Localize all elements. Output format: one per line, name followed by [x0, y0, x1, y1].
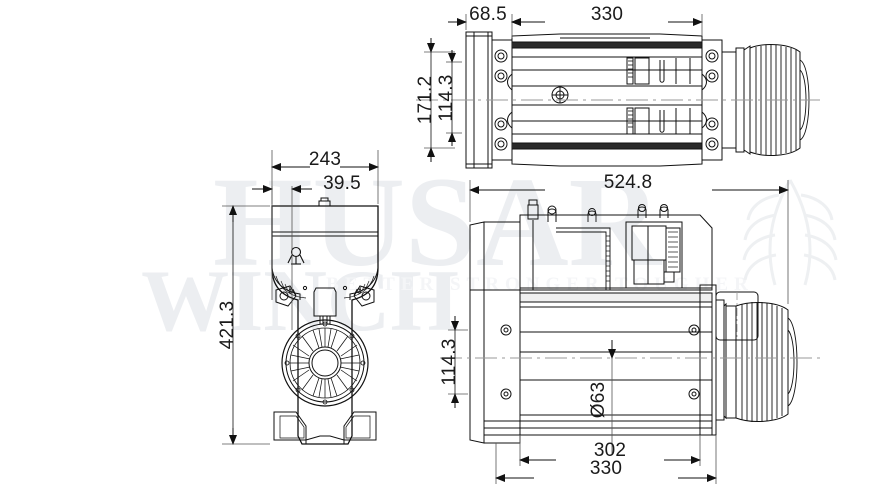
dim-302 [519, 435, 701, 466]
fan-blades-icon [290, 328, 360, 398]
front-tie-down-lugs [275, 285, 375, 307]
dim-label-330-side: 330 [590, 458, 622, 479]
watermark-line2: WINCH [141, 253, 459, 350]
front-base-feet [273, 411, 377, 445]
brand-mark-icon [287, 246, 305, 265]
dim-330-side [495, 435, 717, 484]
dim-524-8 [469, 180, 789, 304]
front-motor-fan [281, 319, 369, 407]
dim-114-3-top [446, 50, 462, 146]
dim-label-524-8: 524.8 [604, 172, 653, 193]
dim-label-68-5: 68.5 [469, 4, 507, 25]
dim-label-330-top: 330 [591, 4, 623, 25]
dim-421-3 [222, 205, 270, 445]
dim-114-3-side [448, 316, 468, 408]
view-top [416, 14, 820, 169]
front-housing [271, 205, 379, 445]
dim-label-302: 302 [594, 440, 626, 461]
dim-label-421-3: 421.3 [217, 301, 238, 350]
dim-label-63: Ø63 [588, 382, 609, 419]
view-side [440, 180, 820, 484]
dim-330-top [511, 14, 703, 36]
top-right-bracket [701, 39, 723, 161]
dim-label-39-5: 39.5 [323, 173, 361, 194]
front-top-boss [318, 197, 331, 207]
side-drum-barrel [500, 292, 713, 422]
side-harness [556, 208, 611, 290]
view-front [222, 150, 379, 445]
wheat-emblem-icon [742, 179, 838, 286]
dim-label-114-3-top: 114.3 [436, 74, 457, 121]
top-drum-internals [551, 57, 691, 135]
dim-39-5 [252, 185, 312, 330]
dim-label-114-3-side: 114.3 [439, 338, 460, 385]
side-solenoid-box [625, 204, 683, 289]
side-motor-fins-icon [735, 302, 798, 422]
dim-label-243: 243 [309, 149, 341, 170]
dim-label-171-2: 171.2 [415, 76, 436, 125]
side-bottom-rail [483, 420, 713, 436]
side-motor-assembly [715, 291, 798, 422]
dim-171-2 [424, 38, 455, 162]
